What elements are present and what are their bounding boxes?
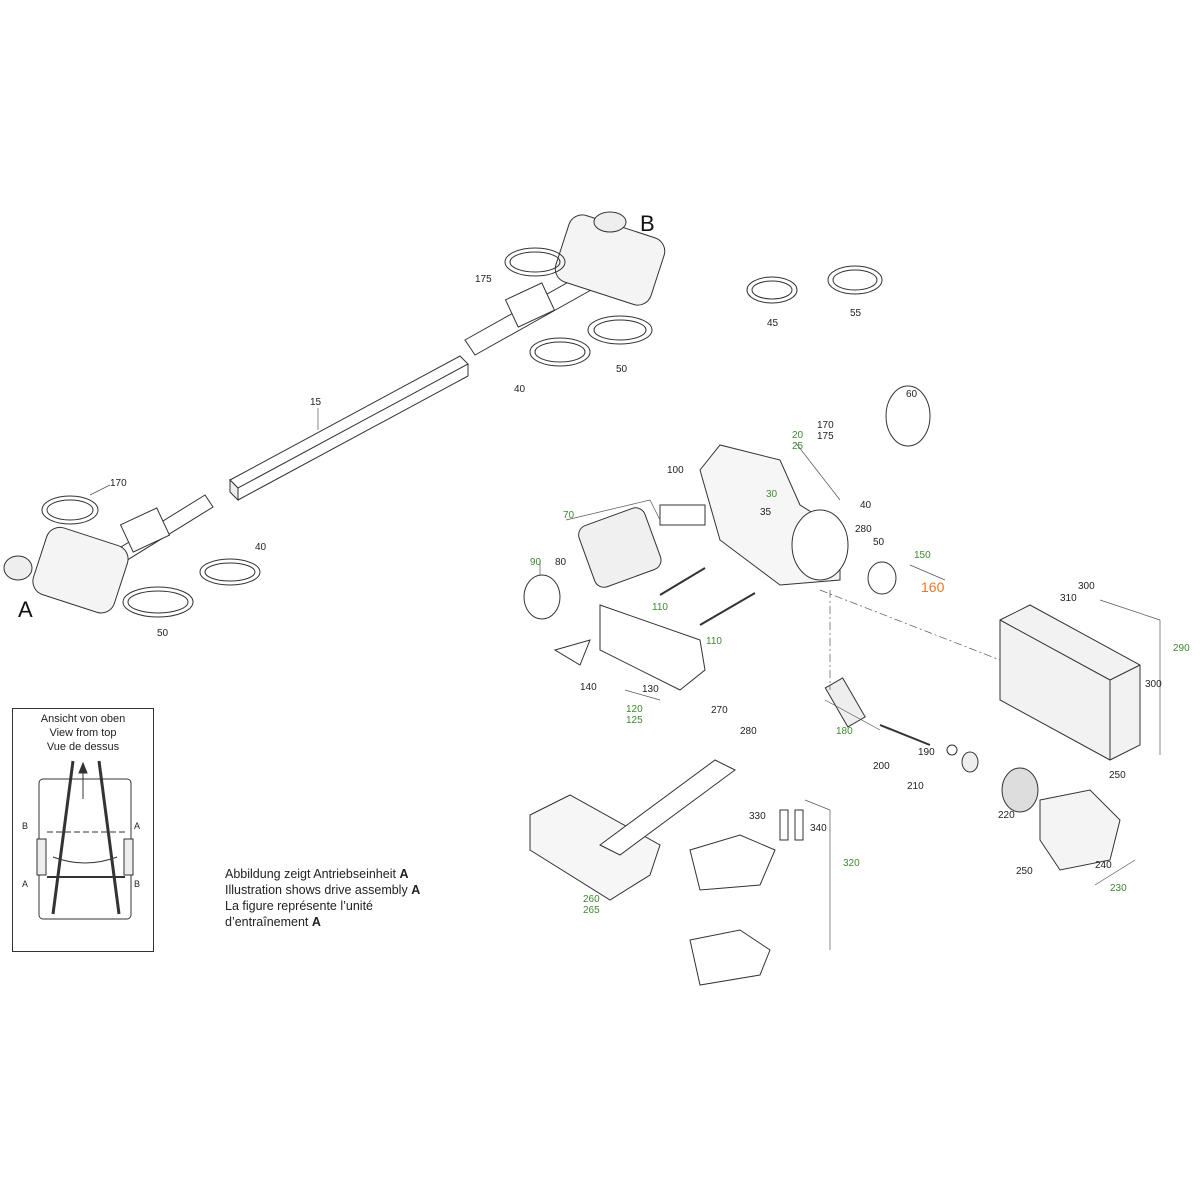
inset-label: A <box>134 821 141 831</box>
part-40: 40 <box>860 500 872 511</box>
part-280: 280 <box>855 524 872 535</box>
part-160-highlighted[interactable]: 160 <box>921 579 945 595</box>
mount-bracket <box>529 759 804 986</box>
part-90: 90 <box>530 557 542 568</box>
part-270: 270 <box>711 705 728 716</box>
part-100: 100 <box>667 465 684 476</box>
part-175: 175 <box>475 274 492 285</box>
marker-a: A <box>18 597 33 622</box>
part-70: 70 <box>563 510 575 521</box>
part-210: 210 <box>907 781 924 792</box>
part-50: 50 <box>157 628 169 639</box>
part-180: 180 <box>836 726 853 737</box>
part-55: 55 <box>850 308 862 319</box>
cover-290 <box>999 604 1141 761</box>
top-view-inset: Ansicht von oben View from top Vue de de… <box>12 708 154 952</box>
part-330: 330 <box>749 811 766 822</box>
part-340: 340 <box>810 823 827 834</box>
spindle-assembly <box>824 677 1121 871</box>
part-110: 110 <box>652 602 668 613</box>
part-310: 310 <box>1060 593 1077 604</box>
part-15: 15 <box>310 397 322 408</box>
drive-unit-b <box>464 211 666 367</box>
part-250: 250 <box>1109 770 1126 781</box>
inset-title: Ansicht von oben View from top Vue de de… <box>40 713 126 753</box>
part-140: 140 <box>580 682 597 693</box>
gear-housing <box>523 385 931 691</box>
part-200: 200 <box>873 761 890 772</box>
part-40: 40 <box>255 542 267 553</box>
part-230: 230 <box>1110 883 1127 894</box>
inset-label: A <box>22 879 29 889</box>
part-300: 300 <box>1145 679 1162 690</box>
part-190: 190 <box>918 747 935 758</box>
drive-unit-a <box>3 494 261 618</box>
part-110: 110 <box>706 636 722 647</box>
part-50: 50 <box>873 537 885 548</box>
part-130: 130 <box>642 684 659 695</box>
leader-lines <box>89 408 1161 950</box>
part-30: 30 <box>766 489 778 500</box>
part-40: 40 <box>514 384 526 395</box>
inset-label: B <box>22 821 29 831</box>
inset-label: B <box>134 879 141 889</box>
part-50: 50 <box>616 364 628 375</box>
part-290: 290 <box>1173 643 1190 654</box>
marker-b: B <box>640 211 655 236</box>
part-80: 80 <box>555 557 567 568</box>
part-320: 320 <box>843 858 860 869</box>
caption: Abbildung zeigt Antriebseinheit A Illust… <box>225 867 421 929</box>
part-60: 60 <box>906 389 918 400</box>
vehicle-top-view-icon <box>36 760 134 920</box>
tube-15 <box>229 355 469 502</box>
part-150: 150 <box>914 550 931 561</box>
part-280: 280 <box>740 726 757 737</box>
part-240: 240 <box>1095 860 1112 871</box>
part-170: 170 <box>110 478 127 489</box>
part-220: 220 <box>998 810 1015 821</box>
part-35: 35 <box>760 507 772 518</box>
part-45: 45 <box>767 318 779 329</box>
part-250: 250 <box>1016 866 1033 877</box>
part-300: 300 <box>1078 581 1095 592</box>
